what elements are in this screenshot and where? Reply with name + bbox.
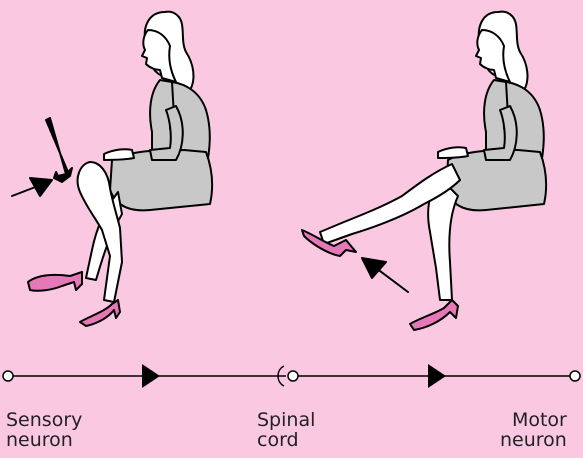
sensory-label-line1: Sensory xyxy=(6,410,82,430)
motor-neuron-node xyxy=(570,371,580,381)
spinal-cord-node xyxy=(288,371,298,381)
sensory-label-line2: neuron xyxy=(6,430,82,450)
spinal-label-line2: cord xyxy=(257,430,315,450)
motor-label-line1: Motor xyxy=(500,410,567,430)
spinal-label-line1: Spinal xyxy=(257,410,315,430)
sensory-neuron-label: Sensory neuron xyxy=(6,410,82,450)
sensory-neuron-node xyxy=(3,371,13,381)
motor-neuron-label: Motor neuron xyxy=(500,410,567,450)
spinal-cord-label: Spinal cord xyxy=(257,410,315,450)
motor-label-line2: neuron xyxy=(500,430,567,450)
